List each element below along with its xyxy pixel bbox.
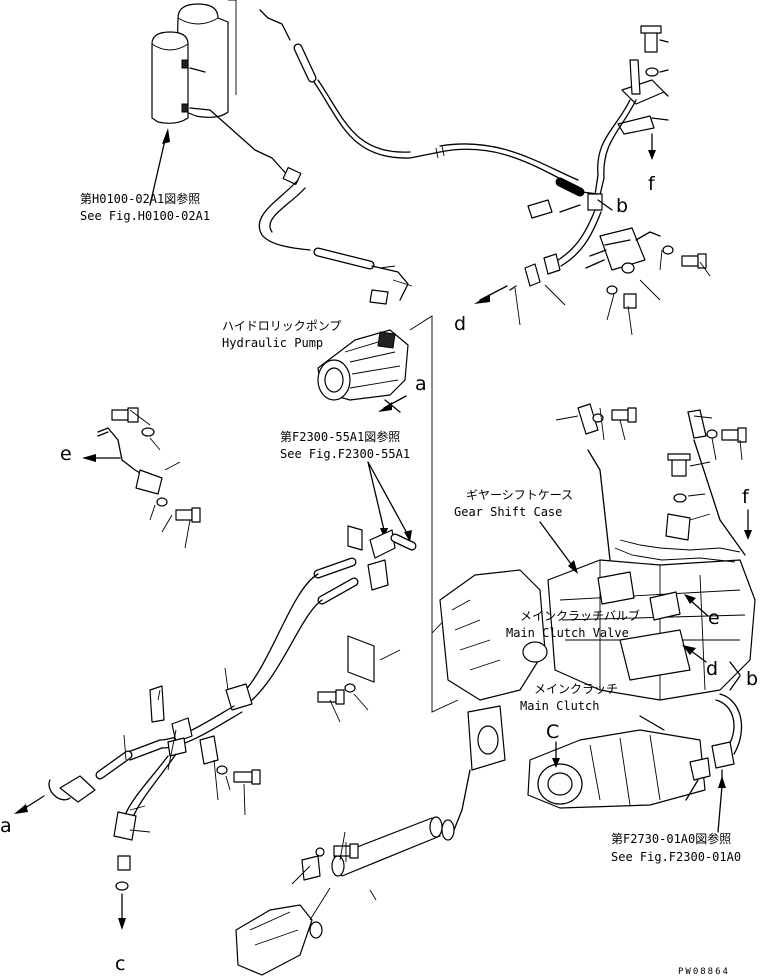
tank-ref-jp: 第H0100-02A1図参照 [80,191,200,206]
letter-f-top: f [648,173,656,195]
cooler-ref-jp: 第F2730-01A0図参照 [611,831,731,846]
letter-b-top: b [616,195,628,217]
clutch-valve-label-jp: メインクラッチバルブ [520,608,640,623]
bottom-pipe [235,816,455,976]
cooler-hose [685,693,743,801]
letter-a-pump: a [415,373,427,395]
main-clutch-label-jp: メインクラッチ [534,682,618,696]
pump-label-jp: ハイドロリックポンプ [222,319,341,333]
main-clutch-label-en: Main Clutch [520,699,599,713]
letter-a-left: a [0,815,12,837]
return-hose-top [259,9,599,197]
hydraulic-tank [151,0,256,151]
hydraulic-pump [317,289,409,413]
letter-e-left: e [60,443,72,465]
drawing-code: PW08864 [678,967,730,977]
gear-case-label-jp: ギヤーシフトケース [466,488,573,502]
pipe-d [474,199,602,304]
tank-ref-leader [149,139,166,206]
letter-f-right: f [742,486,750,508]
clutch-valve-label-en: Main Clutch Valve [506,626,629,640]
letter-c-bottom: c [115,953,125,975]
letter-b-right: b [746,668,758,690]
control-ref-jp: 第F2300-55A1図参照 [280,429,400,444]
top-right-bracket: f [587,25,669,211]
suction-hose [254,149,413,301]
bracket-b [585,227,707,309]
letter-d-right: d [706,658,718,680]
control-ref-en: See Fig.F2300-55A1 [280,447,410,461]
pump-label-en: Hydraulic Pump [222,336,323,350]
letter-d-top: d [454,313,466,335]
tank-ref-en: See Fig.H0100-02A1 [80,209,210,223]
letter-c-trans: C [546,721,559,743]
transmission-assembly [439,403,756,831]
main-pipe [14,525,417,930]
letter-e-right: e [708,607,720,629]
pressure-switch [82,407,201,549]
cooler-ref-en: See Fig.F2300-01A0 [611,850,741,864]
gear-case-label-en: Gear Shift Case [454,505,562,519]
pipe-bracket [317,635,401,723]
